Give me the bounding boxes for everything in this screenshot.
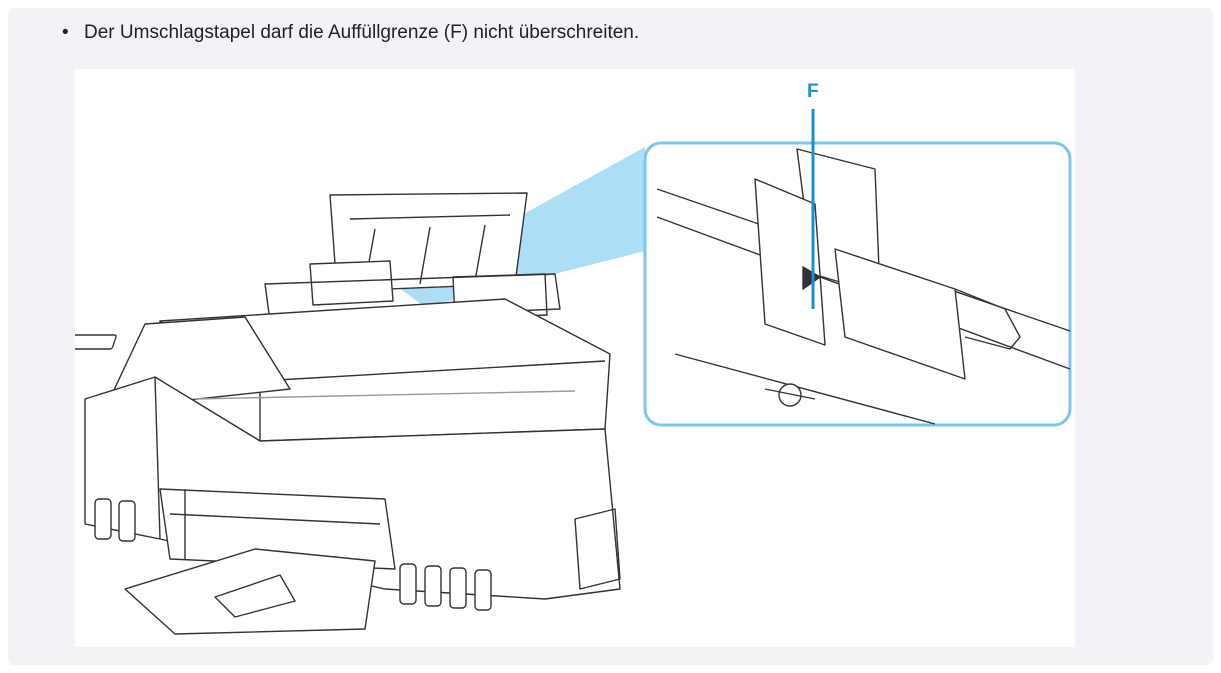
note-text: Der Umschlagstapel darf die Auffüllgrenz… — [84, 22, 640, 43]
bullet-icon: • — [62, 22, 69, 43]
printer-illustration: F — [75, 69, 1075, 647]
printer-illustration-svg: F — [75, 81, 1072, 635]
printer-drawing — [75, 192, 621, 635]
callout-label-f: F — [807, 81, 819, 102]
note-text-line: • Der Umschlagstapel darf die Auffüllgren… — [62, 22, 639, 44]
callout-detail: F — [643, 81, 1072, 427]
